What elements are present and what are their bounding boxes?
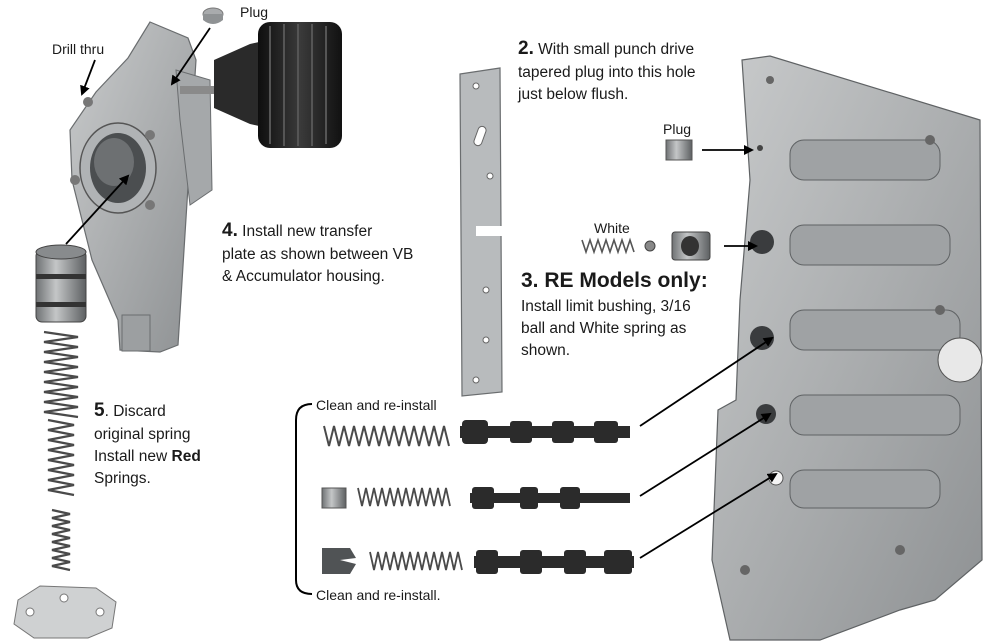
valve-train-1	[323, 420, 630, 447]
step-5-number: 5	[94, 400, 105, 421]
arrow-drill-thru	[80, 59, 96, 96]
drill-chuck	[180, 22, 342, 148]
arrow-valve-3	[639, 472, 778, 559]
check-ball	[644, 240, 656, 252]
step-5-text-1: . Discard	[104, 403, 166, 420]
accumulator-piston	[35, 244, 87, 323]
plug-top	[202, 7, 224, 24]
step-5-line-4: Springs.	[94, 470, 151, 487]
step-5-text-3a: Install new	[94, 448, 172, 465]
step-5-line-3: Install new Red	[94, 448, 201, 466]
label-clean-top: Clean and re-install	[316, 397, 437, 413]
step-3-title: 3. RE Models only:	[521, 269, 708, 292]
limit-bushing	[671, 231, 711, 261]
label-clean-bottom: Clean and re-install.	[316, 587, 441, 603]
step-4-text-1: Install new transfer	[242, 223, 373, 240]
step-4-line-1: 4. Install new transfer	[222, 220, 373, 241]
arrow-plug-top	[170, 27, 211, 86]
step-3-line-3: shown.	[521, 342, 571, 359]
step-4-line-3: & Accumulator housing.	[222, 268, 385, 285]
step-2-line-1: 2. With small punch drive	[518, 38, 695, 59]
white-spring	[581, 237, 635, 255]
step-5-line-1: 5. Discard	[94, 400, 166, 421]
step-5-red-word: Red	[171, 448, 201, 465]
valve-train-3	[322, 548, 634, 574]
step-4-line-2: plate as shown between VB	[222, 246, 414, 263]
valve-train-2	[321, 487, 630, 509]
arrow-valve-2	[639, 412, 772, 497]
step-2-number: 2.	[518, 38, 534, 59]
plug-right	[665, 139, 693, 161]
accumulator-springs	[43, 330, 79, 572]
step-4-number: 4.	[222, 220, 238, 241]
valve-body	[711, 55, 983, 641]
transfer-plate	[459, 67, 503, 397]
arrows	[65, 27, 778, 559]
accumulator-cover	[13, 585, 117, 639]
step-2-text-1: With small punch drive	[538, 41, 695, 58]
step-3-line-1: Install limit bushing, 3/16	[521, 298, 691, 315]
label-drill-thru: Drill thru	[52, 41, 105, 57]
label-plug-right: Plug	[663, 121, 692, 137]
label-white: White	[594, 220, 630, 236]
accumulator-housing	[69, 21, 213, 353]
step-5-line-2: original spring	[94, 426, 191, 443]
clean-reinstall-bracket	[295, 403, 313, 595]
step-2-line-2: tapered plug into this hole	[518, 64, 696, 81]
arrow-piston	[65, 174, 130, 245]
step-3-line-2: ball and White spring as	[521, 320, 687, 337]
arrow-valve-1	[639, 336, 774, 427]
step-2-line-3: just below flush.	[518, 86, 629, 103]
label-plug-top: Plug	[240, 4, 269, 20]
